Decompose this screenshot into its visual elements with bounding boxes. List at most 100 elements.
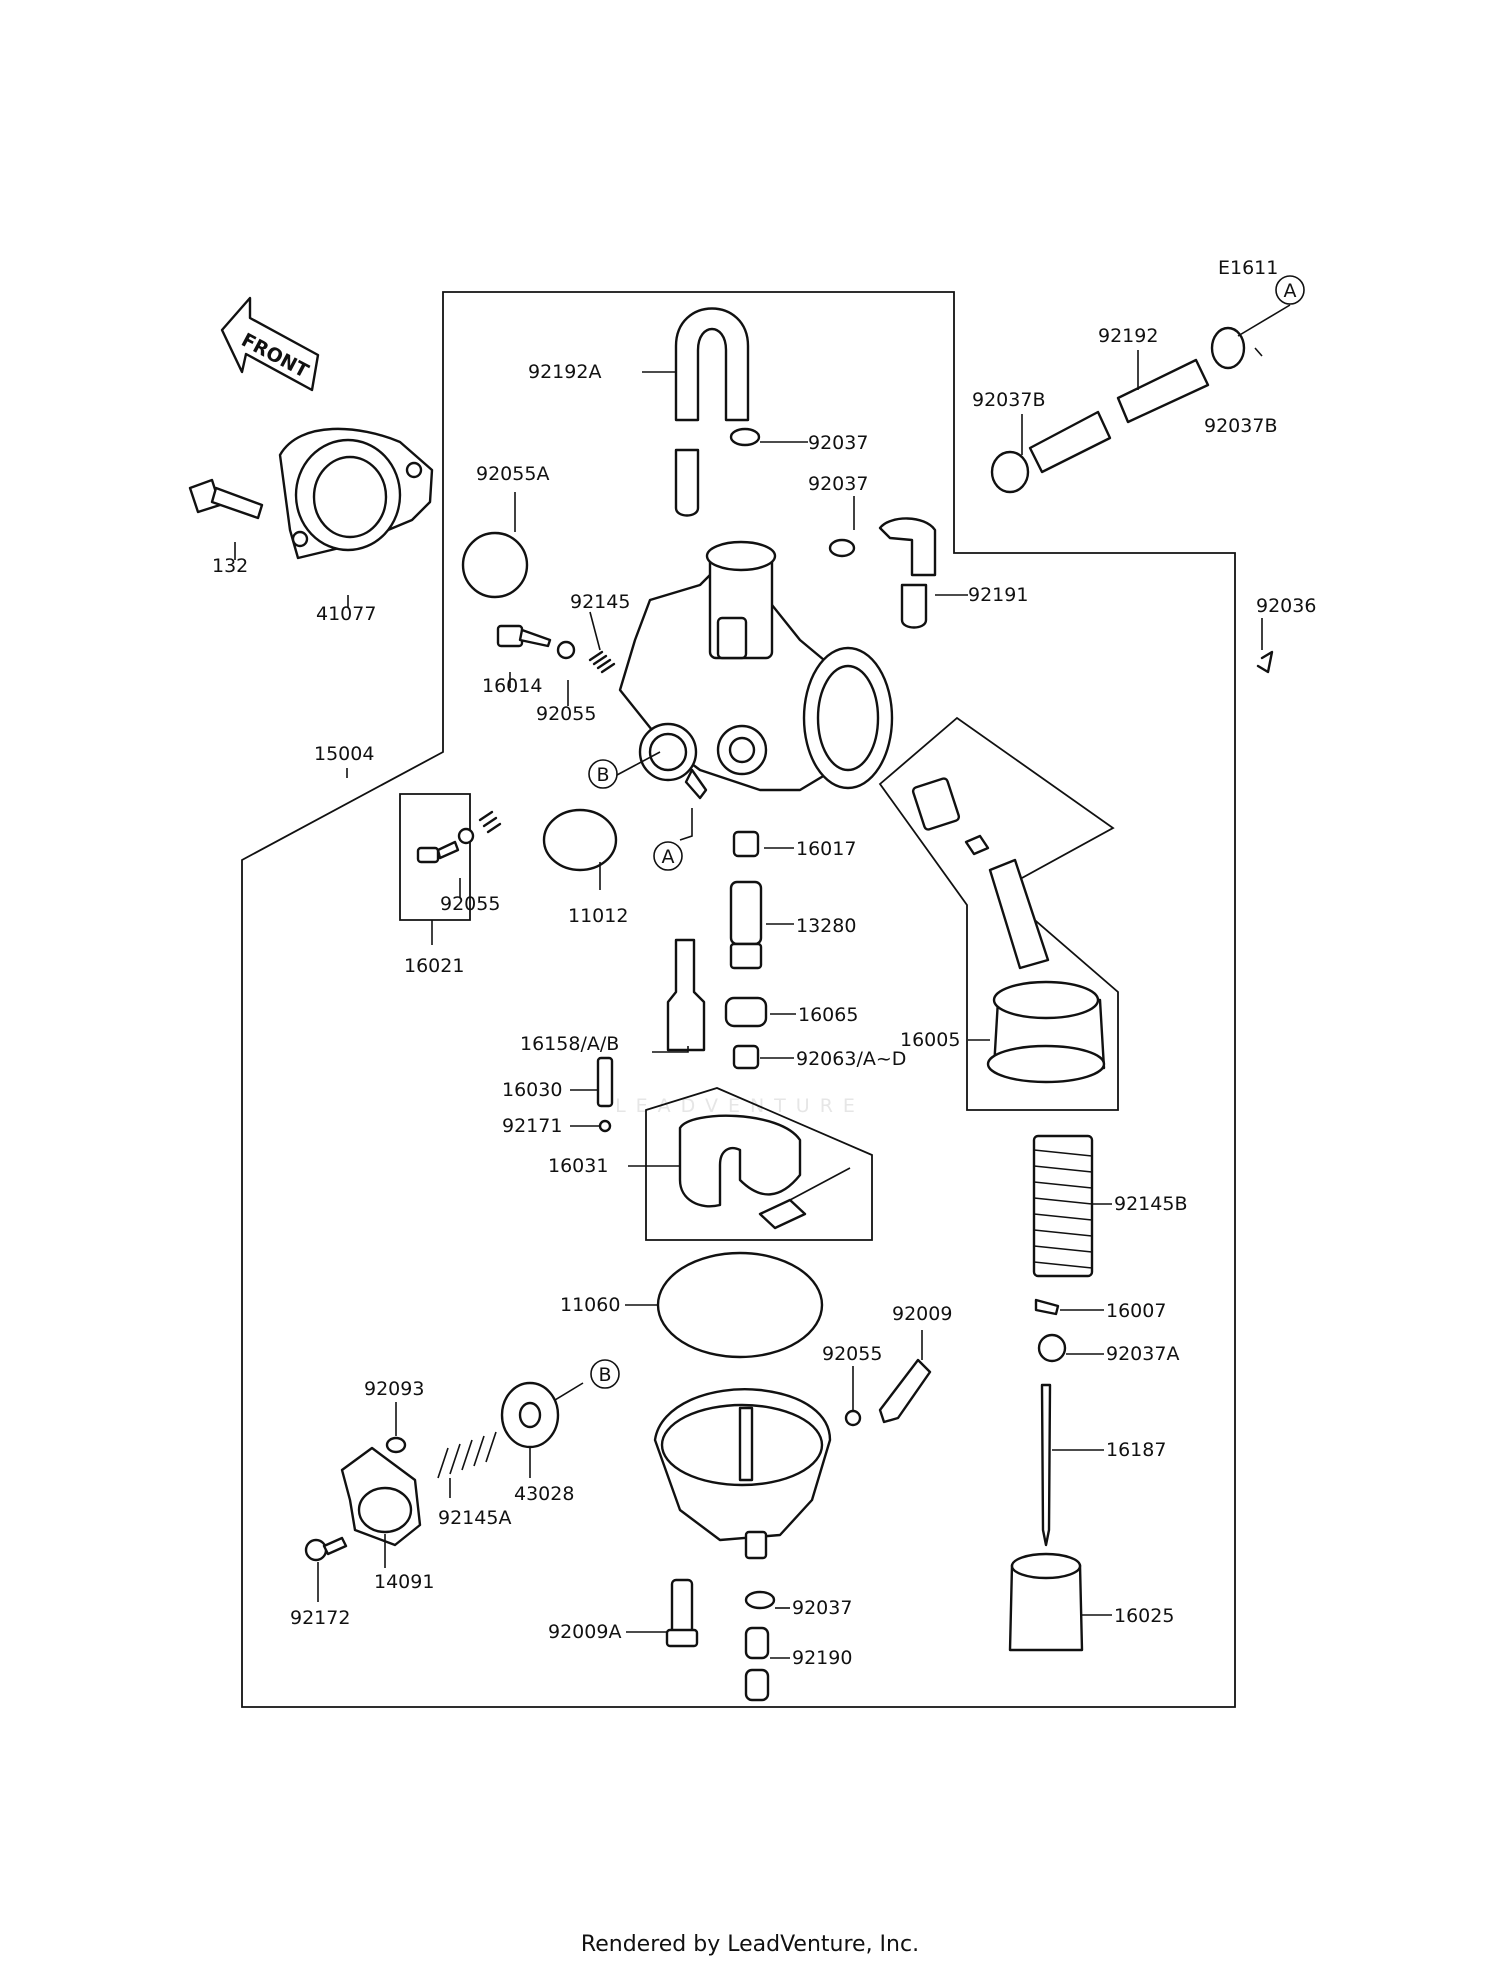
throttle-stop-screw-16021 — [416, 810, 502, 864]
diaphragm-43028 — [500, 1381, 560, 1449]
needle-clip-16007 — [1034, 1298, 1060, 1316]
float-valve-92009 — [878, 1358, 932, 1424]
washer-92093 — [385, 1436, 407, 1454]
tube-92190 — [744, 1626, 770, 1702]
label-13280: 13280 — [796, 915, 856, 937]
label-92145a: 92145A — [438, 1507, 511, 1529]
label-16007: 16007 — [1106, 1300, 1166, 1322]
code-label: E1611 — [1218, 257, 1278, 279]
cover-14091 — [340, 1446, 422, 1547]
clip-92037b-right — [1210, 326, 1246, 370]
screw-92172 — [304, 1536, 348, 1562]
spring-92145b — [1032, 1134, 1094, 1278]
label-92093: 92093 — [364, 1378, 424, 1400]
label-15004: 15004 — [314, 743, 374, 765]
spring-92145a — [437, 1431, 497, 1479]
label-14091: 14091 — [374, 1571, 434, 1593]
label-132: 132 — [212, 555, 248, 577]
group-box-16021 — [399, 793, 471, 921]
footer-credit: Rendered by LeadVenture, Inc. — [580, 1932, 920, 1957]
label-92009: 92009 — [892, 1303, 952, 1325]
throttle-valve-16025 — [1008, 1552, 1084, 1652]
label-92036: 92036 — [1256, 595, 1316, 617]
label-92037a: 92037A — [1106, 1343, 1179, 1365]
o-ring-92055a — [461, 531, 529, 599]
label-92009a: 92009A — [548, 1621, 621, 1643]
cap-11012 — [542, 808, 618, 872]
clip-92037-right — [828, 538, 856, 558]
needle-16187 — [1040, 1383, 1052, 1547]
float-bowl — [653, 1388, 832, 1560]
label-92055a: 92055A — [476, 463, 549, 485]
label-92145: 92145 — [570, 591, 630, 613]
label-16065: 16065 — [798, 1004, 858, 1026]
label-41077: 41077 — [316, 603, 376, 625]
label-92055-a: 92055 — [536, 703, 596, 725]
clip-92037-top — [729, 427, 761, 447]
clip-92037-bottom — [744, 1590, 776, 1610]
tube-92192a — [674, 307, 750, 517]
clip-92037b-left — [990, 450, 1030, 494]
svg-text:B: B — [596, 764, 609, 786]
label-92037b-left: 92037B — [972, 389, 1045, 411]
label-92190: 92190 — [792, 1647, 852, 1669]
part-labels: E1611 92192A 92037 92037 92191 92192 920… — [212, 257, 1316, 1669]
pilot-screw-16014 — [496, 624, 552, 648]
label-92037-right: 92037 — [808, 473, 868, 495]
svg-text:A: A — [1284, 280, 1297, 302]
label-92063: 92063/A~D — [796, 1048, 906, 1070]
ref-circle-b-mid: B — [588, 759, 618, 789]
svg-text:B: B — [598, 1364, 611, 1386]
drain-screw-92009a — [665, 1578, 699, 1648]
o-ring-92055-bowl — [844, 1409, 862, 1427]
label-16030: 16030 — [502, 1079, 562, 1101]
label-92171: 92171 — [502, 1115, 562, 1137]
gasket-11060 — [656, 1251, 824, 1359]
ref-circle-b-bottom: B — [590, 1359, 620, 1389]
ref-circle-a-mid: A — [653, 841, 683, 871]
needle-jet-16030 — [596, 1056, 614, 1108]
label-16158: 16158/A/B — [520, 1033, 619, 1055]
choke-assembly-16005 — [911, 777, 1106, 1084]
label-92191: 92191 — [968, 584, 1028, 606]
o-ring-92171 — [598, 1119, 612, 1133]
group-box-16005 — [878, 716, 1119, 1111]
washer-92055-a — [556, 640, 576, 660]
spring-92145 — [588, 650, 616, 674]
label-16025: 16025 — [1114, 1605, 1174, 1627]
label-92037b-right: 92037B — [1204, 415, 1277, 437]
label-11060: 11060 — [560, 1294, 620, 1316]
label-43028: 43028 — [514, 1483, 574, 1505]
tube-92191 — [878, 517, 937, 629]
tube-92192 — [1028, 358, 1210, 474]
e-clip-92037a — [1037, 1333, 1067, 1363]
svg-text:A: A — [662, 846, 675, 868]
label-92055-b: 92055 — [440, 893, 500, 915]
leader-lines — [234, 304, 1291, 1659]
label-92192a: 92192A — [528, 361, 601, 383]
label-16021: 16021 — [404, 955, 464, 977]
label-92192: 92192 — [1098, 325, 1158, 347]
label-92145b: 92145B — [1114, 1193, 1187, 1215]
label-16017: 16017 — [796, 838, 856, 860]
bolt-132 — [188, 478, 264, 520]
label-11012: 11012 — [568, 905, 628, 927]
label-16031: 16031 — [548, 1155, 608, 1177]
label-92055-bowl: 92055 — [822, 1343, 882, 1365]
front-arrow-icon: FRONT — [220, 296, 320, 392]
carburetor-body — [618, 540, 894, 800]
label-16014: 16014 — [482, 675, 542, 697]
clip-92036 — [1256, 650, 1274, 674]
label-92037-top: 92037 — [808, 432, 868, 454]
label-16187: 16187 — [1106, 1439, 1166, 1461]
group-box-16031 — [645, 1087, 873, 1241]
label-92172: 92172 — [290, 1607, 350, 1629]
label-92037-bottom: 92037 — [792, 1597, 852, 1619]
ref-circle-a-top: A — [1275, 275, 1305, 305]
jets — [666, 830, 768, 1070]
label-16005: 16005 — [900, 1029, 960, 1051]
assembly-frame — [241, 291, 1236, 1708]
intake-manifold — [278, 427, 434, 560]
float-16031 — [678, 1114, 851, 1230]
